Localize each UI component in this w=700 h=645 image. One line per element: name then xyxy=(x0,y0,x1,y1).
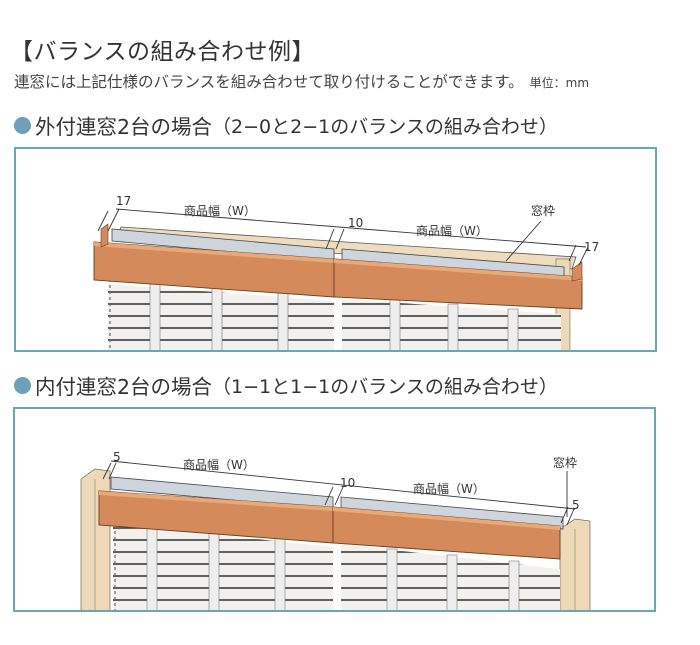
dim-left-width: 商品幅（W） xyxy=(183,457,255,472)
dim-left-margin: 17 xyxy=(116,194,131,208)
diagram-exterior-mount: 17 商品幅（W） 10 商品幅（W） 窓枠 17 xyxy=(14,147,657,352)
dim-right-margin: 17 xyxy=(584,240,599,254)
section-subtitle: （1−1と1−1のバランスの組み合わせ） xyxy=(212,375,558,398)
diagram-interior-mount: 5 商品幅（W） 10 商品幅（W） 窓枠 5 xyxy=(13,407,656,612)
page-title: 【バランスの組み合わせ例】 xyxy=(10,39,316,65)
dim-right-width: 商品幅（W） xyxy=(413,481,485,496)
section-heading-interior: 内付連窓2台の場合 （1−1と1−1のバランスの組み合わせ） xyxy=(14,370,558,400)
frame-label: 窓枠 xyxy=(553,455,577,470)
bullet-icon xyxy=(14,116,31,134)
description-text: 連窓には上記仕様のバランスを組み合わせて取り付けることができます。 xyxy=(14,73,524,91)
exterior-blind-illustration: 17 商品幅（W） 10 商品幅（W） 窓枠 17 xyxy=(93,194,599,350)
dim-right-margin: 5 xyxy=(572,498,580,512)
frame-label: 窓枠 xyxy=(531,203,555,218)
section-title: 内付連窓2台の場合 xyxy=(35,375,213,399)
dim-center-gap: 10 xyxy=(340,476,355,490)
dim-center-gap: 10 xyxy=(348,216,363,230)
dim-right-width: 商品幅（W） xyxy=(416,223,488,238)
section-title: 外付連窓2台の場合 xyxy=(35,115,213,139)
section-subtitle: （2−0と2−1のバランスの組み合わせ） xyxy=(212,115,558,138)
unit-label: 単位：mm xyxy=(529,76,590,90)
dim-left-margin: 5 xyxy=(113,450,121,464)
interior-blind-illustration: 5 商品幅（W） 10 商品幅（W） 窓枠 5 xyxy=(80,450,591,610)
description: 連窓には上記仕様のバランスを組み合わせて取り付けることができます。単位：mm xyxy=(14,70,589,92)
bullet-icon xyxy=(14,376,31,394)
dim-left-width: 商品幅（W） xyxy=(184,203,256,218)
section-heading-exterior: 外付連窓2台の場合 （2−0と2−1のバランスの組み合わせ） xyxy=(14,110,558,140)
